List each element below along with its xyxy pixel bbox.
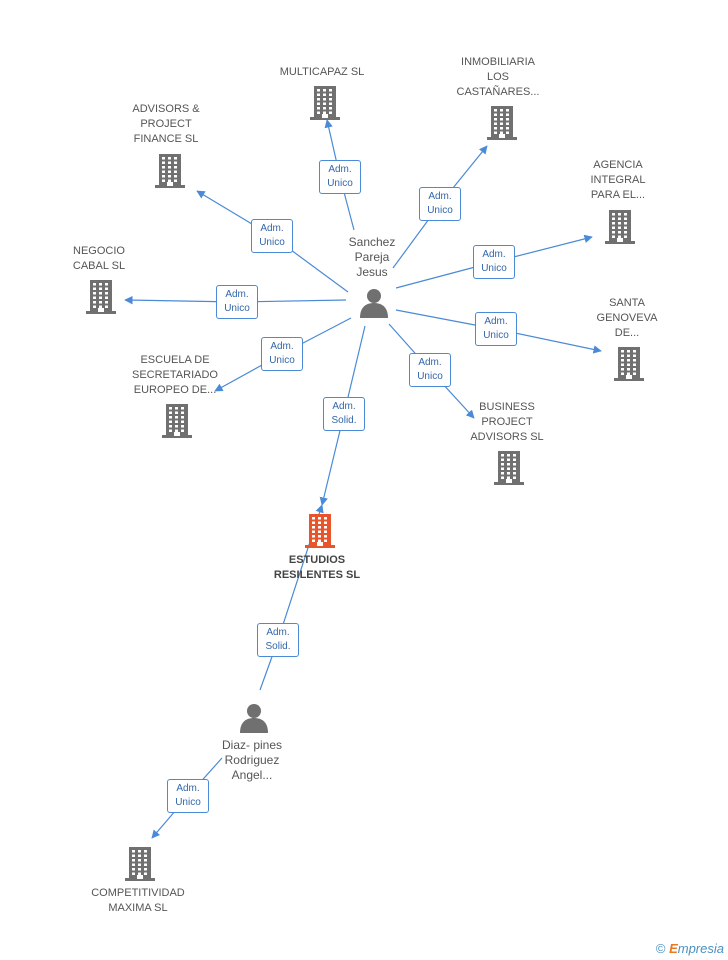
building-icon[interactable] [604, 210, 636, 244]
person-icon[interactable] [239, 703, 269, 733]
building-icon[interactable] [161, 404, 193, 438]
relation-badge[interactable]: Adm. Unico [216, 285, 258, 319]
person-label-diaz[interactable]: Diaz- pines Rodriguez Angel... [221, 738, 283, 782]
relation-badge[interactable]: Adm. Unico [475, 312, 517, 346]
company-label-advisors[interactable]: ADVISORS & PROJECT FINANCE SL [132, 103, 200, 145]
building-icon[interactable] [304, 514, 336, 548]
building-icon[interactable] [309, 86, 341, 120]
company-label-inmobiliaria[interactable]: INMOBILIARIA LOS CASTAÑARES... [456, 56, 540, 98]
company-label-competitividad[interactable]: COMPETITIVIDAD MAXIMA SL [91, 887, 185, 914]
person-label-sanchez[interactable]: Sanchez Pareja Jesus [348, 235, 396, 279]
building-icon[interactable] [154, 154, 186, 188]
relation-badge[interactable]: Adm. Unico [251, 219, 293, 253]
relation-badge[interactable]: Adm. Unico [473, 245, 515, 279]
relation-badge[interactable]: Adm. Unico [319, 160, 361, 194]
company-label-agencia[interactable]: AGENCIA INTEGRAL PARA EL... [590, 159, 646, 201]
copyright-icon: © [655, 941, 666, 956]
building-icon[interactable] [613, 347, 645, 381]
building-icon[interactable] [124, 847, 156, 881]
company-label-multicapaz[interactable]: MULTICAPAZ SL [279, 66, 365, 78]
relation-badge[interactable]: Adm. Solid. [257, 623, 299, 657]
relation-badge[interactable]: Adm. Unico [419, 187, 461, 221]
copyright-footer: © Empresia [656, 941, 724, 956]
empresia-logo-initial: E [669, 941, 678, 956]
building-icon[interactable] [486, 106, 518, 140]
company-label-negocio[interactable]: NEGOCIO CABAL SL [72, 245, 126, 272]
company-label-santa[interactable]: SANTA GENOVEVA DE... [596, 297, 658, 339]
building-icon[interactable] [85, 280, 117, 314]
relation-badge[interactable]: Adm. Solid. [323, 397, 365, 431]
company-label-estudios[interactable]: ESTUDIOS RESILENTES SL [273, 554, 361, 581]
relation-badge[interactable]: Adm. Unico [167, 779, 209, 813]
person-icon[interactable] [359, 288, 389, 318]
relation-badge[interactable]: Adm. Unico [261, 337, 303, 371]
relation-badge[interactable]: Adm. Unico [409, 353, 451, 387]
building-icon[interactable] [493, 451, 525, 485]
empresia-logo-text: mpresia [677, 941, 724, 956]
company-label-escuela[interactable]: ESCUELA DE SECRETARIADO EUROPEO DE... [132, 354, 218, 396]
company-label-business[interactable]: BUSINESS PROJECT ADVISORS SL [470, 401, 544, 443]
